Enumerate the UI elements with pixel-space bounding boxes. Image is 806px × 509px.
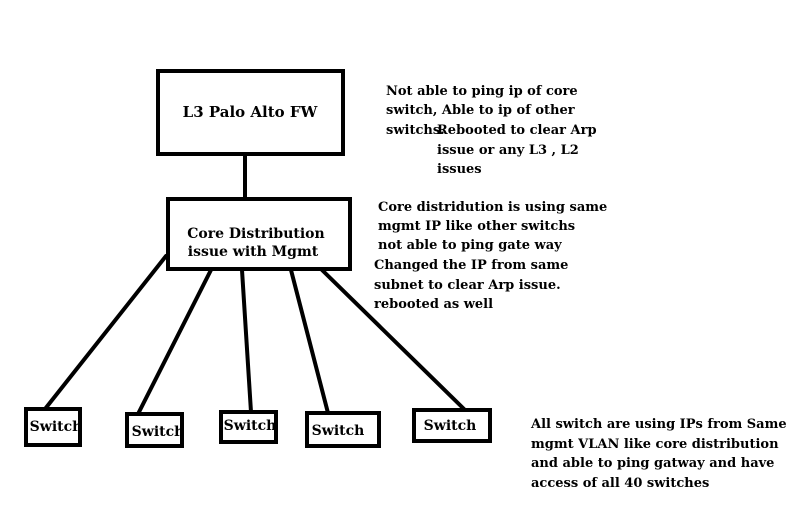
note-core: Core distridution is using same mgmt IP … [374, 200, 607, 312]
core-label-line-2: issue with Mgmt [188, 244, 319, 260]
note-line: Not able to ping ip of core [386, 84, 578, 99]
link-core-switch-1 [43, 254, 168, 411]
link-core-switch-3 [240, 268, 253, 414]
switch-label: Switch [424, 418, 477, 434]
switch-label: Switch [312, 423, 365, 439]
switch-node: Switch [219, 410, 278, 444]
note-line: access of all 40 switches [531, 476, 709, 491]
firewall-label: L3 Palo Alto FW [183, 103, 319, 121]
switch-node: Switch [24, 407, 83, 447]
link-core-switch-4 [289, 268, 330, 415]
note-line: switch, Able to ip of other [386, 103, 575, 118]
link-core-switch-5 [318, 266, 467, 412]
note-line: subnet to clear Arp issue. [374, 278, 561, 293]
switch-node: Switch [412, 408, 492, 443]
note-line: rebooted as well [374, 297, 493, 312]
switch-label: Switch [224, 418, 277, 434]
firewall-node: L3 Palo Alto FW [156, 69, 345, 156]
note-line: mgmt VLAN like core distribution [531, 437, 779, 452]
note-line: issue or any L3 , L2 [437, 143, 579, 158]
switch-node: Switch [305, 411, 381, 448]
note-line: Changed the IP from same [374, 258, 568, 273]
note-firewall: Not able to ping ip of core switch, Able… [386, 84, 597, 177]
note-line: All switch are using IPs from Same [530, 417, 787, 432]
note-line: switchs. [386, 123, 445, 138]
note-line: and able to ping gatway and have [531, 456, 774, 471]
note-line: Core distridution is using same [378, 200, 607, 215]
note-line: issues [437, 162, 482, 177]
note-line: Rebooted to clear Arp [437, 123, 597, 138]
core-distribution-node: Core Distribution issue with Mgmt [166, 197, 352, 271]
core-label-line-1: Core Distribution [187, 226, 324, 242]
switch-label: Switch [132, 424, 185, 440]
switch-node: Switch [125, 412, 185, 448]
note-line: not able to ping gate way [378, 238, 562, 253]
link-core-switch-2 [136, 262, 216, 416]
note-line: mgmt IP like other switchs [378, 219, 575, 234]
note-switches: All switch are using IPs from Same mgmt … [530, 417, 787, 491]
switch-label: Switch [30, 419, 83, 435]
